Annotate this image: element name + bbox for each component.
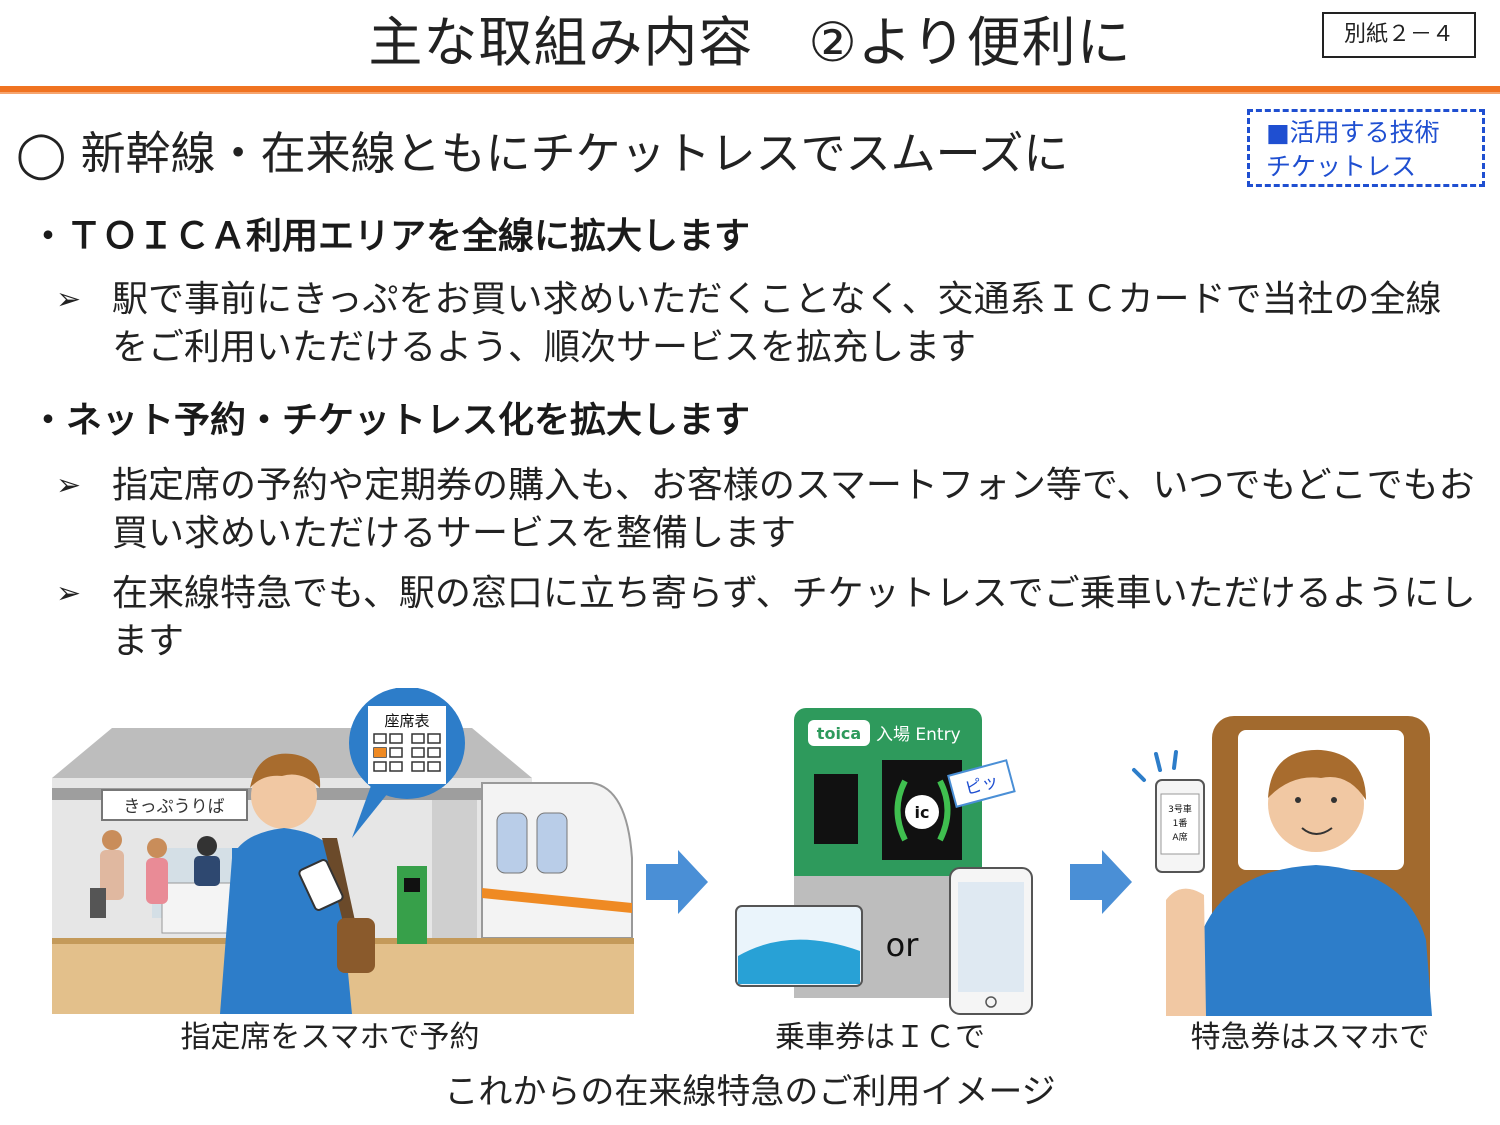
title-divider: [0, 86, 1500, 92]
svg-text:toica: toica: [817, 724, 861, 743]
gate-entry-label: 入場 Entry: [876, 725, 961, 745]
list-item: ➢ 指定席の予約や定期券の購入も、お客様のスマートフォン等で、いつでもどこでもお…: [56, 462, 1476, 558]
list-item-text: 指定席の予約や定期券の購入も、お客様のスマートフォン等で、いつでもどこでもお買い…: [112, 465, 1475, 554]
title-divider-light: [0, 92, 1500, 94]
list-item-text: 在来線特急でも、駅の窓口に立ち寄らず、チケットレスでご乗車いただけるようにします: [112, 573, 1476, 662]
notification-signal-icon: [1132, 750, 1178, 782]
toica-logo: toica: [808, 720, 870, 746]
arrow-bullet-icon: ➢: [56, 576, 82, 611]
document-reference-label: 別紙２－４: [1322, 12, 1476, 58]
section-subheading: ◯ 新幹線・在来線ともにチケットレスでスムーズに: [16, 127, 1069, 180]
section-heading-ticketless: ・ネット予約・チケットレス化を拡大します: [30, 400, 751, 441]
ic-logo: ic: [905, 795, 939, 829]
ticket-row-number: 1番: [1173, 817, 1188, 829]
list-item-text: 駅で事前にきっぷをお買い求めいただくことなく、交通系ＩＣカードで当社の全線をご利…: [112, 279, 1442, 368]
caption-ic-ticket: 乗車券はＩＣで: [775, 1020, 985, 1055]
list-item: ➢ 在来線特急でも、駅の窓口に立ち寄らず、チケットレスでご乗車いただけるようにし…: [56, 570, 1476, 666]
flow-arrow-icon: [646, 850, 708, 914]
ic-ticket-gate-illustration: toica 入場 Entry ic ピッ or: [735, 708, 1033, 1015]
caption-reserve-seat: 指定席をスマホで予約: [180, 1020, 480, 1055]
or-label: or: [886, 926, 920, 964]
list-item: ➢ 駅で事前にきっぷをお買い求めいただくことなく、交通系ＩＣカードで当社の全線を…: [56, 276, 1476, 372]
ticket-office-sign: きっぷうりば: [123, 797, 224, 817]
technology-callout-value: チケットレス: [1266, 152, 1417, 181]
ticket-car-number: 3号車: [1168, 803, 1192, 815]
passenger-phone-ticket-illustration: 3号車 1番 A席: [1132, 716, 1432, 1016]
station-booking-illustration: きっぷうりば 座席表: [52, 688, 634, 1014]
svg-text:ic: ic: [915, 803, 930, 822]
illustration-main-caption: これからの在来線特急のご利用イメージ: [444, 1072, 1056, 1112]
ic-card-icon: [735, 905, 863, 987]
arrow-bullet-icon: ➢: [56, 282, 82, 317]
flow-arrow-icon: [1070, 850, 1132, 914]
seat-map-label: 座席表: [384, 712, 429, 730]
arrow-bullet-icon: ➢: [56, 468, 82, 503]
section-heading-toica: ・ＴＯＩＣＡ利用エリアを全線に拡大します: [30, 216, 751, 257]
smartphone-icon: [949, 867, 1033, 1015]
technology-callout-title: ■活用する技術: [1266, 118, 1440, 147]
page-title: 主な取組み内容 ②より便利に: [368, 11, 1132, 74]
caption-phone-express-ticket: 特急券はスマホで: [1190, 1020, 1430, 1055]
technology-callout: ■活用する技術 チケットレス: [1247, 109, 1485, 187]
ticket-seat-number: A席: [1172, 831, 1187, 843]
